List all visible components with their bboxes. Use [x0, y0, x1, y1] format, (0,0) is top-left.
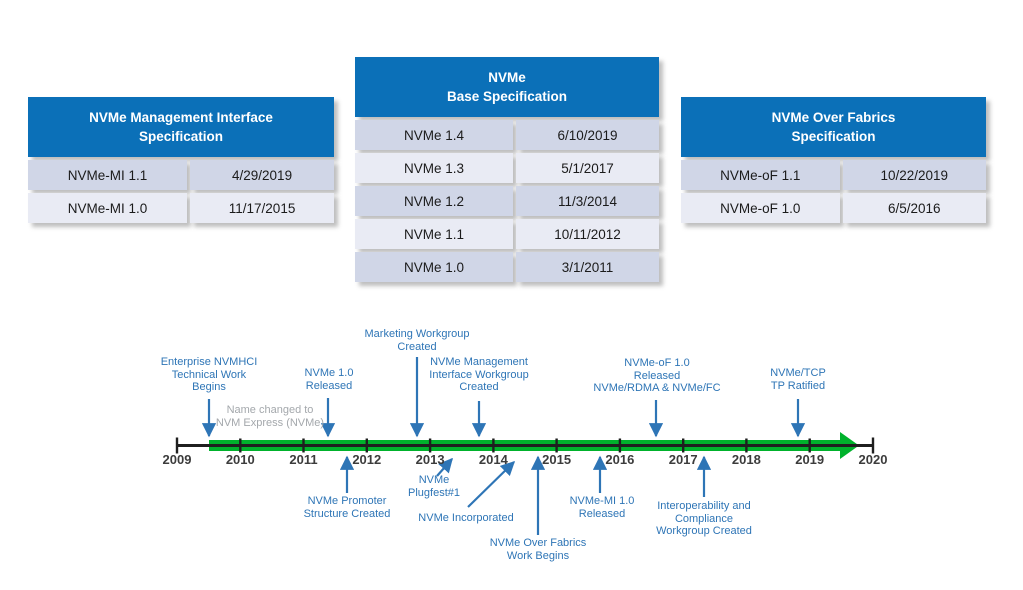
table-row: NVMe-oF 1.1 10/22/2019	[681, 160, 986, 190]
version-cell: NVMe-oF 1.1	[681, 160, 840, 190]
event-label-enterprise-nvmhci: Enterprise NVMHCI Technical Work Begins	[160, 356, 258, 393]
version-cell: NVMe-MI 1.0	[28, 193, 188, 223]
event-arrows-below	[339, 455, 712, 535]
table-nvme-base-spec: NVMe Base Specification NVMe 1.4 6/10/20…	[355, 57, 659, 282]
year-label: 2018	[731, 452, 761, 467]
year-label: 2016	[605, 452, 635, 467]
event-arrows-above	[201, 357, 806, 438]
event-arrow	[436, 457, 453, 477]
version-cell: NVMe 1.2	[355, 186, 514, 216]
table-header: NVMe Management Interface Specification	[28, 97, 334, 157]
event-label-marketing-workgroup: Marketing Workgroup Created	[364, 328, 470, 353]
table-row: NVMe-oF 1.0 6/5/2016	[681, 193, 986, 223]
event-label-promoter-structure: NVMe Promoter Structure Created	[303, 495, 391, 520]
table-nvme-mi-spec: NVMe Management Interface Specification …	[28, 97, 334, 223]
table-row: NVMe-MI 1.0 11/17/2015	[28, 193, 334, 223]
version-cell: NVMe 1.4	[355, 120, 514, 150]
year-label: 2011	[289, 452, 318, 467]
event-label-mi-workgroup: NVMe Management Interface Workgroup Crea…	[429, 356, 529, 393]
timeline-graphic	[175, 357, 875, 535]
table-header: NVMe Over Fabrics Specification	[681, 97, 986, 157]
year-label: 2019	[795, 452, 825, 467]
event-label-nvme-tcp: NVMe/TCP TP Ratified	[770, 367, 826, 392]
version-cell: NVMe 1.1	[355, 219, 514, 249]
table-row: NVMe 1.4 6/10/2019	[355, 120, 659, 150]
event-label-name-changed: Name changed to NVM Express (NVMe)	[215, 404, 325, 429]
year-label: 2010	[225, 452, 255, 467]
event-arrow	[467, 461, 516, 508]
date-cell: 6/10/2019	[516, 120, 659, 150]
event-label-interop-workgroup: Interoperability and Compliance Workgrou…	[656, 500, 752, 537]
event-label-nvme-mi-released: NVMe-MI 1.0 Released	[569, 495, 635, 520]
date-cell: 10/22/2019	[842, 160, 986, 190]
event-label-nvme-1-0-released: NVMe 1.0 Released	[304, 367, 354, 392]
year-label: 2013	[415, 452, 445, 467]
event-label-incorporated: NVMe Incorporated	[418, 512, 514, 524]
year-label: 2017	[668, 452, 698, 467]
year-label: 2014	[478, 452, 508, 467]
table-row: NVMe 1.1 10/11/2012	[355, 219, 659, 249]
date-cell: 6/5/2016	[842, 193, 986, 223]
event-label-nvme-of-released: NVMe-oF 1.0 Released NVMe/RDMA & NVMe/FC	[593, 357, 721, 394]
year-label: 2009	[162, 452, 192, 467]
table-header: NVMe Base Specification	[355, 57, 659, 117]
table-row: NVMe-MI 1.1 4/29/2019	[28, 160, 334, 190]
year-label: 2012	[352, 452, 382, 467]
version-cell: NVMe-oF 1.0	[681, 193, 840, 223]
date-cell: 4/29/2019	[190, 160, 334, 190]
date-cell: 5/1/2017	[516, 153, 659, 183]
version-cell: NVMe 1.0	[355, 252, 514, 282]
event-label-plugfest: NVMe Plugfest#1	[408, 474, 460, 499]
table-row: NVMe 1.2 11/3/2014	[355, 186, 659, 216]
event-label-fabrics-work-begins: NVMe Over Fabrics Work Begins	[489, 537, 587, 562]
year-label: 2020	[858, 452, 888, 467]
table-nvme-of-spec: NVMe Over Fabrics Specification NVMe-oF …	[681, 97, 986, 223]
date-cell: 3/1/2011	[516, 252, 659, 282]
table-row: NVMe 1.0 3/1/2011	[355, 252, 659, 282]
table-row: NVMe 1.3 5/1/2017	[355, 153, 659, 183]
date-cell: 11/3/2014	[516, 186, 659, 216]
version-cell: NVMe-MI 1.1	[28, 160, 188, 190]
date-cell: 10/11/2012	[516, 219, 659, 249]
version-cell: NVMe 1.3	[355, 153, 514, 183]
year-label: 2015	[542, 452, 572, 467]
date-cell: 11/17/2015	[190, 193, 334, 223]
year-ticks	[175, 437, 875, 454]
